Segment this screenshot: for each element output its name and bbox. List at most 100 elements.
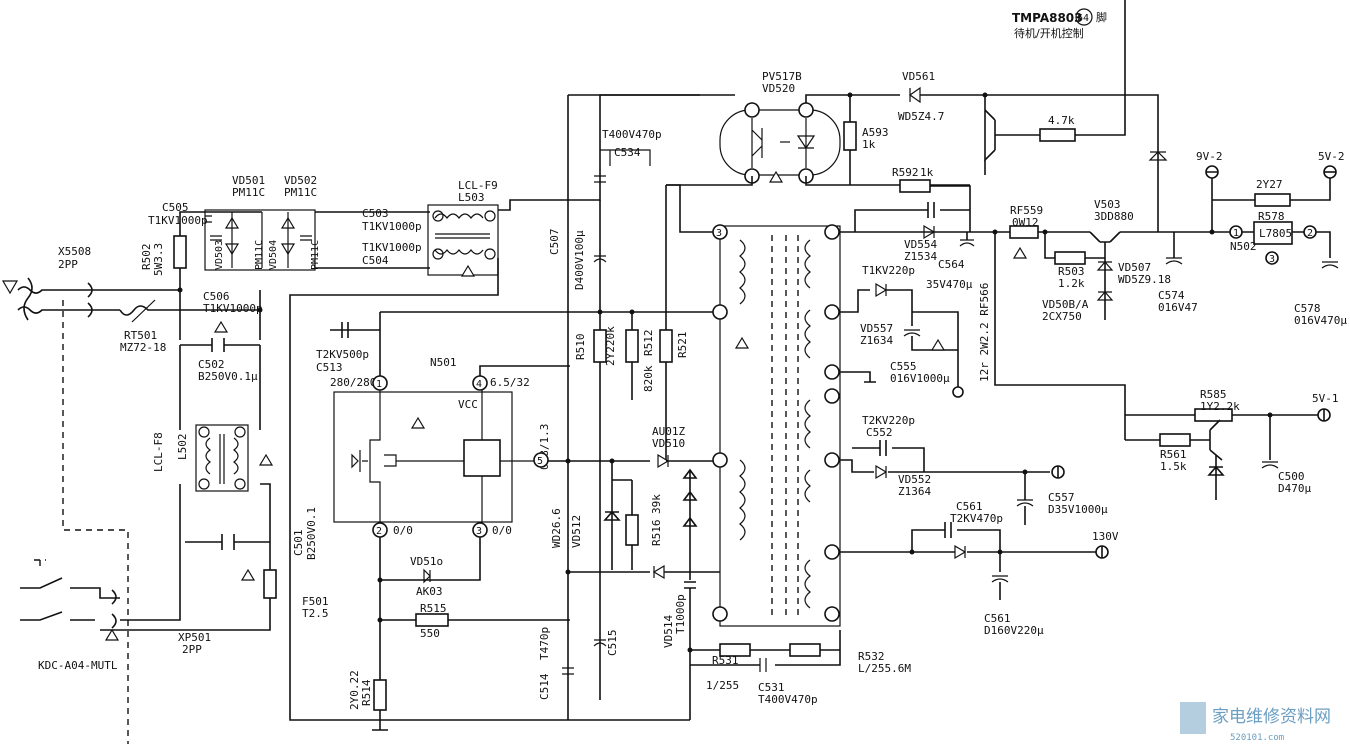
vd557-part: Z1634 xyxy=(860,334,893,347)
vd502-label: VD502 xyxy=(284,174,317,187)
r532-label: R532 xyxy=(858,650,885,663)
r502-value: 5W3.3 xyxy=(152,243,165,276)
resistor-discharge xyxy=(263,569,277,599)
junction-dots xyxy=(177,92,1273,653)
thermistor-part: MZ72-18 xyxy=(120,341,166,354)
c574-value: 016V47 xyxy=(1158,301,1198,314)
n501-ic-box xyxy=(333,391,513,523)
switching-transformer: 3 xyxy=(666,184,841,627)
c552-value: T2KV220p xyxy=(862,414,915,427)
c507-value: D400V100μ xyxy=(573,230,586,290)
c574-label: C574 xyxy=(1158,289,1185,302)
control-caption: 待机/开机控制 xyxy=(1014,26,1084,40)
vd502-part: PM11C xyxy=(284,186,317,199)
c513-value: T2KV500p xyxy=(316,348,369,361)
c502-label: C502 xyxy=(198,358,225,371)
r592-label: R592 xyxy=(892,166,919,179)
c506-value: T1KV1000p xyxy=(203,302,263,315)
vd504-label: VD504 xyxy=(268,240,279,270)
c513-label: C513 xyxy=(316,361,343,374)
r561-label: R561 xyxy=(1160,448,1187,461)
vd51o-part: AK03 xyxy=(416,585,443,598)
mains-input-section: X5508 2PP RT501 MZ72-18 R502 5W3.3 C505 … xyxy=(1,94,700,744)
c507-label: C507 xyxy=(548,229,561,256)
r502-label: R502 xyxy=(140,244,153,271)
c500-value: D470μ xyxy=(1278,482,1311,495)
l7805-label: L7805 xyxy=(1259,227,1292,240)
pin4-voltage: 6.5/32 xyxy=(490,376,530,389)
secondary-outputs: VD554 Z1534 C564 35V470μ T1KV220p VD557 … xyxy=(840,150,1347,637)
vd504-part: PM11C xyxy=(310,240,321,270)
r503-label: R503 xyxy=(1058,265,1085,278)
a593-label: A593 xyxy=(862,126,889,139)
c534-value: T400V470p xyxy=(602,128,662,141)
vd512-label: VD512 xyxy=(570,515,583,548)
c514-label: C514 xyxy=(538,673,551,700)
c564-label: C564 xyxy=(938,258,965,271)
ratio-label: 1/255 xyxy=(706,679,739,692)
resistor-r561 xyxy=(1159,433,1191,447)
primary-feedback-section: T400V470p C534 C507 D400V100μ R510 2Y220… xyxy=(538,94,911,720)
svg-text:3: 3 xyxy=(716,228,722,239)
resistor-r502 xyxy=(173,235,187,269)
r585-label: R585 xyxy=(1200,388,1227,401)
svg-text:5: 5 xyxy=(537,456,543,467)
r515-label: R515 xyxy=(420,602,447,615)
vd507-label: VD507 xyxy=(1118,261,1151,274)
svg-text:4: 4 xyxy=(476,379,482,390)
c564-value: 35V470μ xyxy=(926,278,973,291)
c514-value: T470p xyxy=(538,627,551,660)
n502-label: N502 xyxy=(1230,240,1257,253)
vd552-part: Z1364 xyxy=(898,485,931,498)
c534-label: C534 xyxy=(614,146,641,159)
l7805-regulator xyxy=(1253,221,1293,245)
rf559-value: 0W12 xyxy=(1012,216,1039,229)
n501-label: N501 xyxy=(430,356,457,369)
vd501-part: PM11C xyxy=(232,186,265,199)
svg-text:1: 1 xyxy=(1233,228,1239,239)
resistor-r510 xyxy=(593,329,607,363)
r578-value: 2Y27 xyxy=(1256,178,1283,191)
rf566-value: 12r 2W2.2 RF566 xyxy=(978,283,991,382)
r-4-7k-value: 4.7k xyxy=(1048,114,1075,127)
v503-label: V503 xyxy=(1094,198,1121,211)
watermark-site-name: 家电维修资料网 xyxy=(1212,707,1331,727)
vd520-label: VD520 xyxy=(762,82,795,95)
rail-5v2-label: 5V-2 xyxy=(1318,150,1345,163)
c555-label: C555 xyxy=(890,360,917,373)
c506-label: C506 xyxy=(203,290,230,303)
c531-value: T400V470p xyxy=(758,693,818,706)
vd514-value: T1000p xyxy=(674,594,687,634)
resistor-r503 xyxy=(1054,251,1086,265)
site-logo-icon xyxy=(1180,702,1206,734)
vd561-label: VD561 xyxy=(902,70,935,83)
pin1-voltage: 280/280 xyxy=(330,376,376,389)
header-annotation: TMPA8803 64 脚 待机/开机控制 xyxy=(1012,8,1107,40)
resistor-r532 xyxy=(789,643,821,657)
c557-label: C557 xyxy=(1048,491,1075,504)
c501-value: B250V0.1 xyxy=(305,507,318,560)
r592-value: 1k xyxy=(920,166,934,179)
chip-ref-label: TMPA8803 xyxy=(1012,11,1083,25)
c561b-value: D160V220μ xyxy=(984,624,1044,637)
svg-text:2: 2 xyxy=(1307,228,1313,239)
r514-label: R514 xyxy=(360,679,373,706)
c505-label: C505 xyxy=(162,201,189,214)
r531-label: R531 xyxy=(712,654,739,667)
vd510-label: VD510 xyxy=(652,437,685,450)
resistor-r521 xyxy=(659,329,673,363)
watermark: 家电维修资料网 520101.com xyxy=(1180,702,1331,743)
rf559-label: RF559 xyxy=(1010,204,1043,217)
fuse-label: F501 xyxy=(302,595,329,608)
vd561-part: WD5Z4.7 xyxy=(898,110,944,123)
resistor-r585 xyxy=(1194,408,1233,422)
svg-text:3: 3 xyxy=(1269,254,1275,265)
resistor-r516 xyxy=(625,514,639,546)
rail-130v-label: 130V xyxy=(1092,530,1119,543)
c561b-label: C561 xyxy=(984,612,1011,625)
vd503-label: VD503 xyxy=(214,240,225,270)
c501-label: C501 xyxy=(292,530,305,557)
vd552-label: VD552 xyxy=(898,473,931,486)
c557-value: D35V1000μ xyxy=(1048,503,1108,516)
